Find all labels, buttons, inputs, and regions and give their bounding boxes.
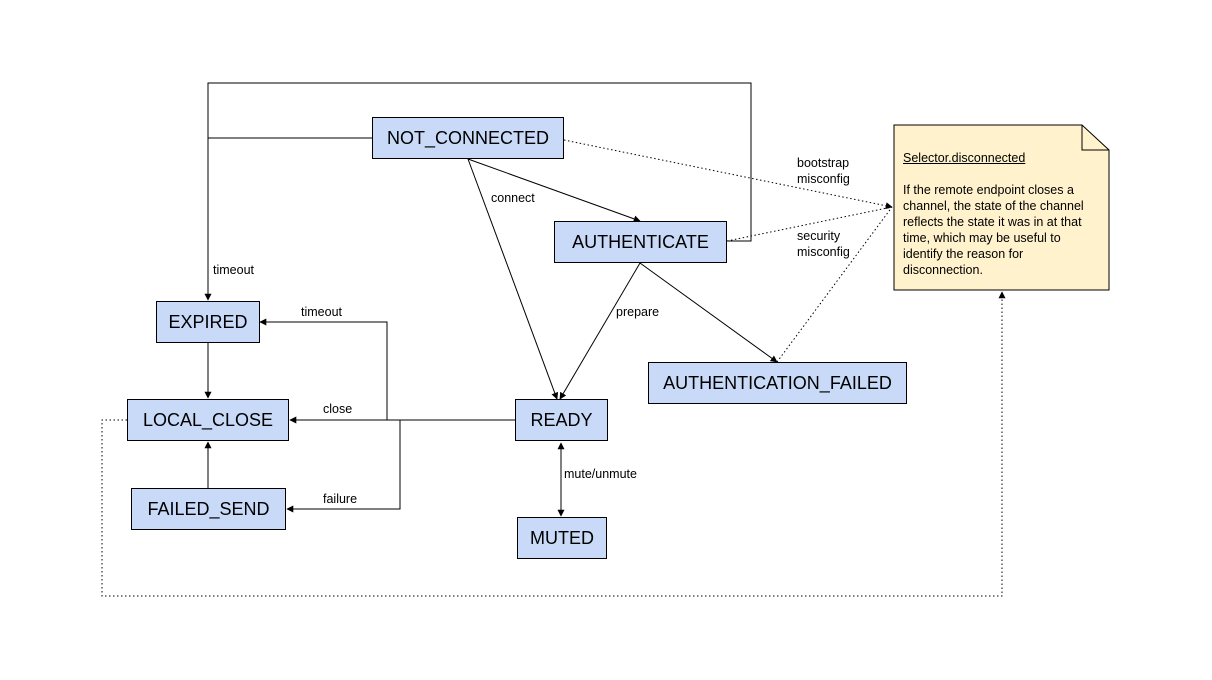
edge-ready-to-failed-send — [286, 420, 401, 513]
label-timeout-left: timeout — [213, 263, 254, 277]
note-body: If the remote endpoint closes a channel,… — [903, 183, 1084, 277]
label-bootstrap-misconfig: misconfig — [797, 172, 850, 186]
dotted-link-authenticate — [726, 206, 893, 242]
note-content: Selector.disconnected If the remote endp… — [903, 150, 1103, 278]
state-failed-send: FAILED_SEND — [131, 488, 286, 530]
state-local-close: LOCAL_CLOSE — [127, 399, 289, 441]
dotted-link-local-close — [101, 291, 1006, 597]
label-mute-unmute: mute/unmute — [564, 467, 637, 481]
note-fold — [1081, 125, 1109, 151]
note-box — [893, 124, 1110, 291]
edge-not-connected-to-ready — [467, 158, 559, 400]
dotted-link-authentication-failed — [776, 206, 893, 363]
edge-authenticate-to-authentication-failed — [639, 262, 778, 363]
label-prepare: prepare — [616, 305, 660, 319]
label-timeout-ready: timeout — [301, 305, 342, 319]
edge-not-connected-to-authenticate — [467, 158, 641, 223]
label-security-misconfig: misconfig — [797, 245, 850, 259]
label-security: security — [797, 229, 841, 243]
label-connect: connect — [491, 191, 535, 205]
state-expired: EXPIRED — [156, 301, 260, 343]
state-not-connected: NOT_CONNECTED — [372, 117, 564, 159]
label-failure: failure — [323, 492, 358, 506]
state-ready: READY — [515, 399, 608, 441]
edge-authenticate-to-ready — [559, 262, 641, 400]
edge-authenticate-to-expired — [207, 82, 752, 242]
label-close: close — [323, 402, 353, 416]
state-authenticate: AUTHENTICATE — [554, 221, 727, 263]
edge-ready-to-expired — [259, 318, 388, 420]
state-authentication-failed: AUTHENTICATION_FAILED — [648, 362, 907, 404]
label-bootstrap: bootstrap — [797, 156, 850, 170]
note-title: Selector.disconnected — [903, 151, 1026, 165]
state-muted: MUTED — [517, 517, 607, 559]
